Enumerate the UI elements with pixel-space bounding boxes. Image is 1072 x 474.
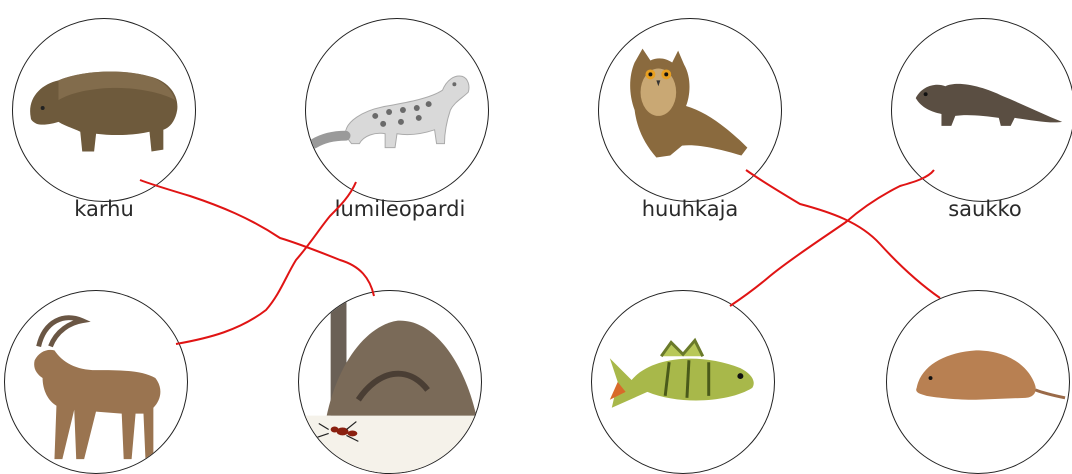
anthill-picture[interactable]: [298, 290, 482, 474]
label-saukko: saukko: [930, 197, 1040, 221]
anthill-icon: [299, 291, 481, 473]
snow-leopard-icon: [306, 19, 488, 201]
snow-leopard-picture[interactable]: [305, 18, 489, 202]
perch-picture[interactable]: [591, 290, 775, 474]
otter-picture[interactable]: [891, 18, 1072, 202]
ibex-picture[interactable]: [4, 290, 188, 474]
vole-icon: [887, 291, 1069, 473]
otter-icon: [892, 19, 1072, 201]
vole-picture[interactable]: [886, 290, 1070, 474]
fish-icon: [592, 291, 774, 473]
ibex-icon: [5, 291, 187, 473]
label-huuhkaja: huuhkaja: [620, 197, 760, 221]
eagle-owl-picture[interactable]: [598, 18, 782, 202]
label-karhu: karhu: [56, 197, 152, 221]
bear-picture[interactable]: [12, 18, 196, 202]
owl-icon: [599, 19, 781, 201]
label-lumileopardi: lumileopardi: [320, 197, 480, 221]
bear-icon: [13, 19, 195, 201]
